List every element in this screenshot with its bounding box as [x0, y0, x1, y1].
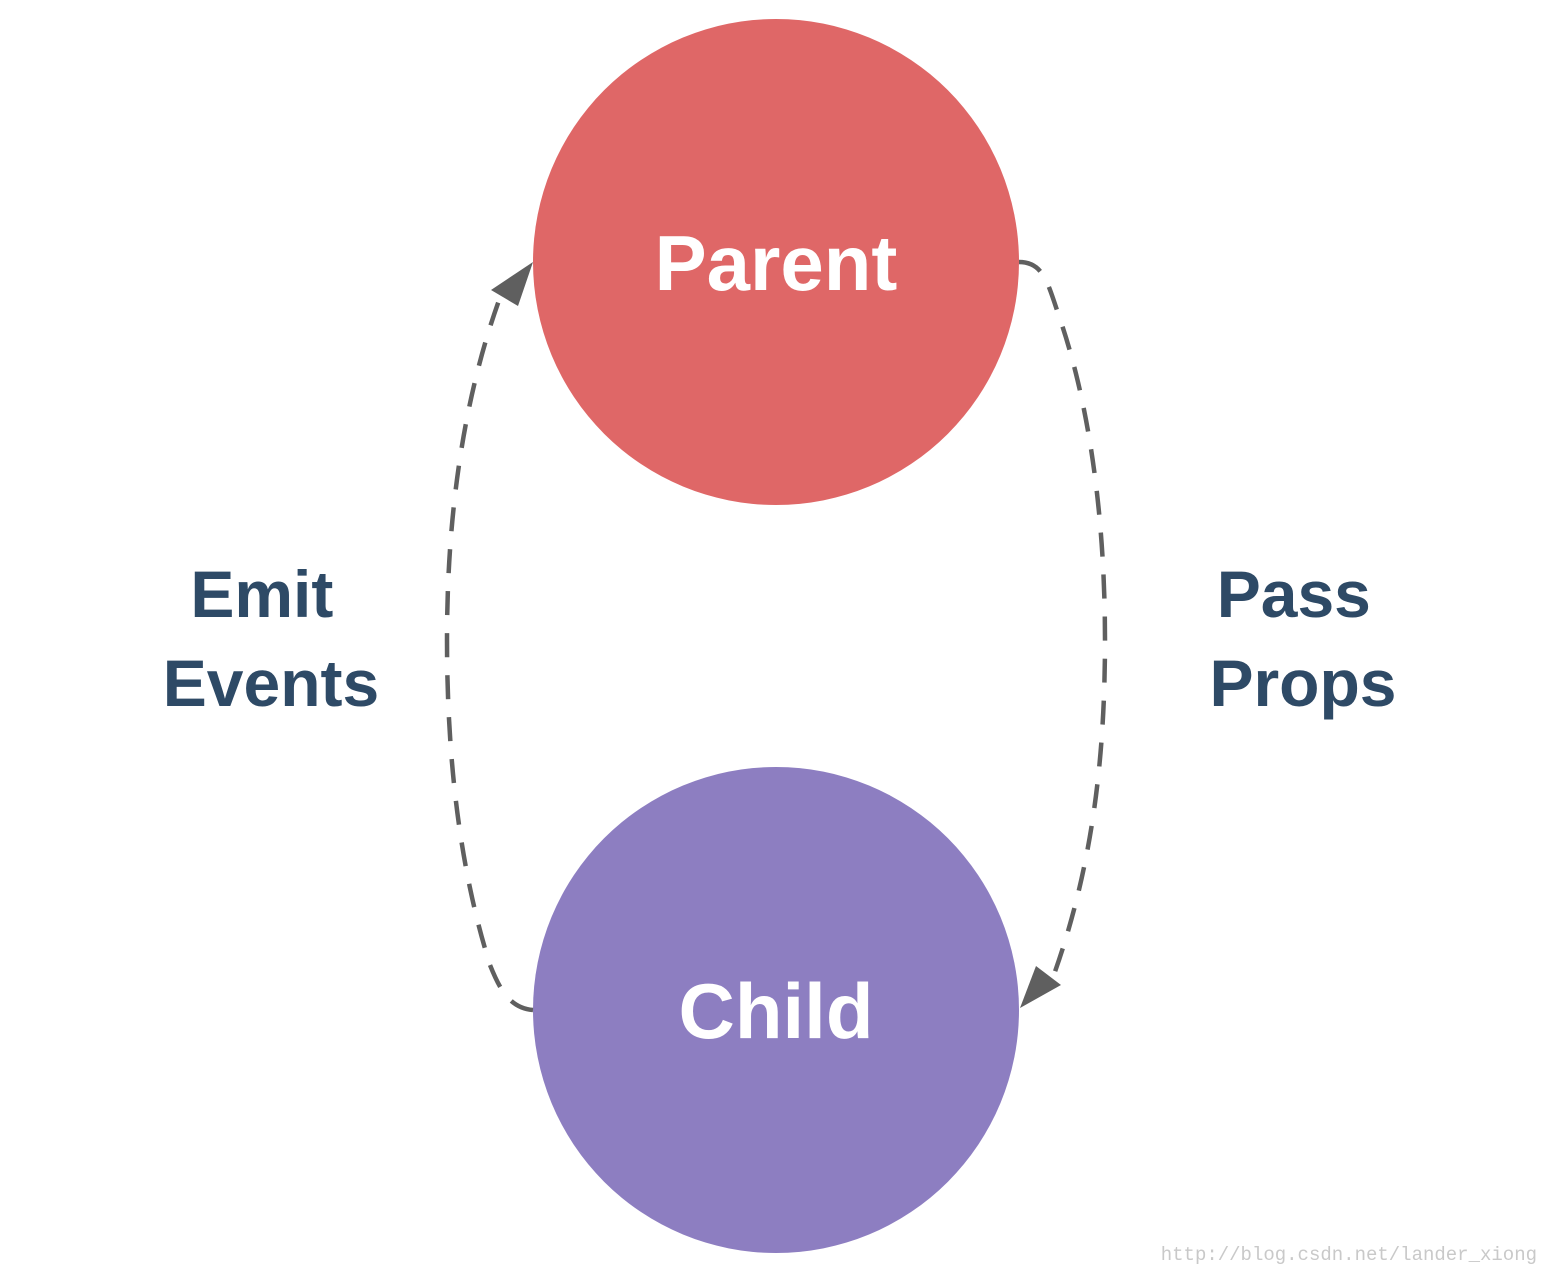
- pass-props-edge: [1018, 259, 1108, 1008]
- emit-events-label: Emit Events: [163, 557, 379, 720]
- child-node: Child: [533, 767, 1019, 1253]
- pass-props-label-line1: Pass: [1217, 557, 1371, 631]
- emit-events-arrowhead-icon: [491, 262, 533, 306]
- parent-label: Parent: [655, 219, 898, 307]
- emit-events-arrow-line: [444, 291, 534, 1013]
- child-label: Child: [679, 967, 874, 1055]
- pass-props-label-line2: Props: [1209, 646, 1396, 720]
- parent-circle: [533, 19, 1019, 505]
- emit-events-edge: [444, 262, 534, 1013]
- watermark: http://blog.csdn.net/lander_xiong: [1161, 1244, 1537, 1266]
- pass-props-arrow-line: [1018, 259, 1108, 981]
- emit-events-label-line1: Emit: [190, 557, 333, 631]
- pass-props-arrowhead-icon: [1020, 966, 1061, 1008]
- pass-props-label: Pass Props: [1209, 557, 1396, 720]
- child-circle: [533, 767, 1019, 1253]
- parent-node: Parent: [533, 19, 1019, 505]
- emit-events-label-line2: Events: [163, 646, 379, 720]
